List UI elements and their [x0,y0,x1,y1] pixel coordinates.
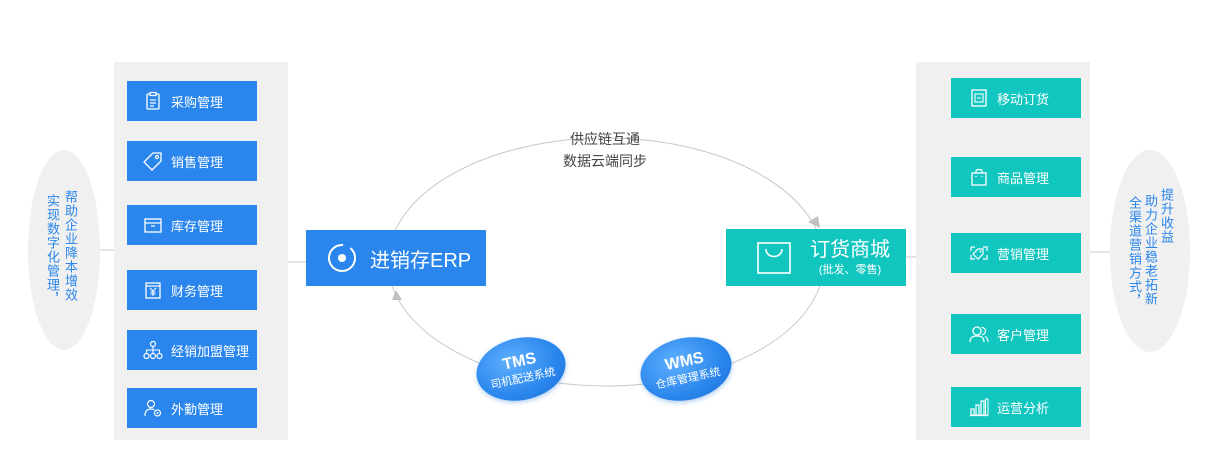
clipboard-icon [143,91,163,111]
left-module-panel [114,62,288,440]
user-gear-icon [143,398,163,418]
module-analytics[interactable]: 运营分析 [951,387,1081,427]
module-product-label: 商品管理 [997,170,1050,186]
left-oval-text-1: 帮助企业降本增效 [63,190,78,302]
left-benefit-oval: 帮助企业降本增效 实现数字化管理， [28,150,100,350]
module-inventory-label: 库存管理 [171,218,224,234]
module-marketing-label: 营销管理 [997,246,1050,262]
module-finance[interactable]: 财务管理 [127,270,257,310]
module-marketing[interactable]: 营销管理 [951,233,1081,273]
bar-chart-icon [969,397,989,417]
module-sales-label: 销售管理 [171,154,224,170]
right-oval-text-2: 助力企业稳老拓新 [1143,194,1158,306]
module-field-label: 外勤管理 [171,401,224,417]
right-benefit-oval: 提升收益 助力企业稳老拓新 全渠道营销方式， [1110,150,1190,352]
target-icon [326,242,358,274]
bag-outline-icon [756,241,792,275]
mall-title: 订货商城 [810,238,890,261]
mall-box[interactable]: 订货商城 (批发、零售) [726,229,906,286]
shopping-bag-icon [969,167,989,187]
module-customer[interactable]: 客户管理 [951,314,1081,354]
arrowhead-right [808,216,820,228]
module-purchase[interactable]: 采购管理 [127,81,257,121]
org-tree-icon [143,340,163,360]
right-oval-text-3: 全渠道营销方式， [1127,196,1142,308]
arrowhead-left [392,290,402,300]
module-field[interactable]: 外勤管理 [127,388,257,428]
module-purchase-label: 采购管理 [171,94,224,110]
mall-titles: 订货商城 (批发、零售) [810,238,890,278]
right-oval-text-1: 提升收益 [1159,188,1174,244]
tag-icon [143,151,163,171]
module-dealer-label: 经销加盟管理 [171,343,250,359]
sync-line-1: 供应链互通 [570,131,640,147]
coupon-icon [969,243,989,263]
sync-line-2: 数据云端同步 [563,153,647,169]
erp-box[interactable]: 进销存ERP [306,230,486,286]
module-finance-label: 财务管理 [171,283,224,299]
users-icon [969,324,989,344]
erp-label: 进销存ERP [370,249,472,272]
module-inventory[interactable]: 库存管理 [127,205,257,245]
box-icon [143,215,163,235]
left-oval-text-2: 实现数字化管理， [45,194,60,306]
mobile-order-icon [969,88,989,108]
module-dealer[interactable]: 经销加盟管理 [127,330,257,370]
yen-icon [143,280,163,300]
mall-subtitle: (批发、零售) [818,263,882,276]
module-analytics-label: 运营分析 [997,400,1050,416]
module-mobile-order-label: 移动订货 [997,91,1050,107]
module-sales[interactable]: 销售管理 [127,141,257,181]
module-customer-label: 客户管理 [997,327,1050,343]
module-mobile-order[interactable]: 移动订货 [951,78,1081,118]
module-product[interactable]: 商品管理 [951,157,1081,197]
sync-text: 供应链互通 数据云端同步 [540,128,670,172]
